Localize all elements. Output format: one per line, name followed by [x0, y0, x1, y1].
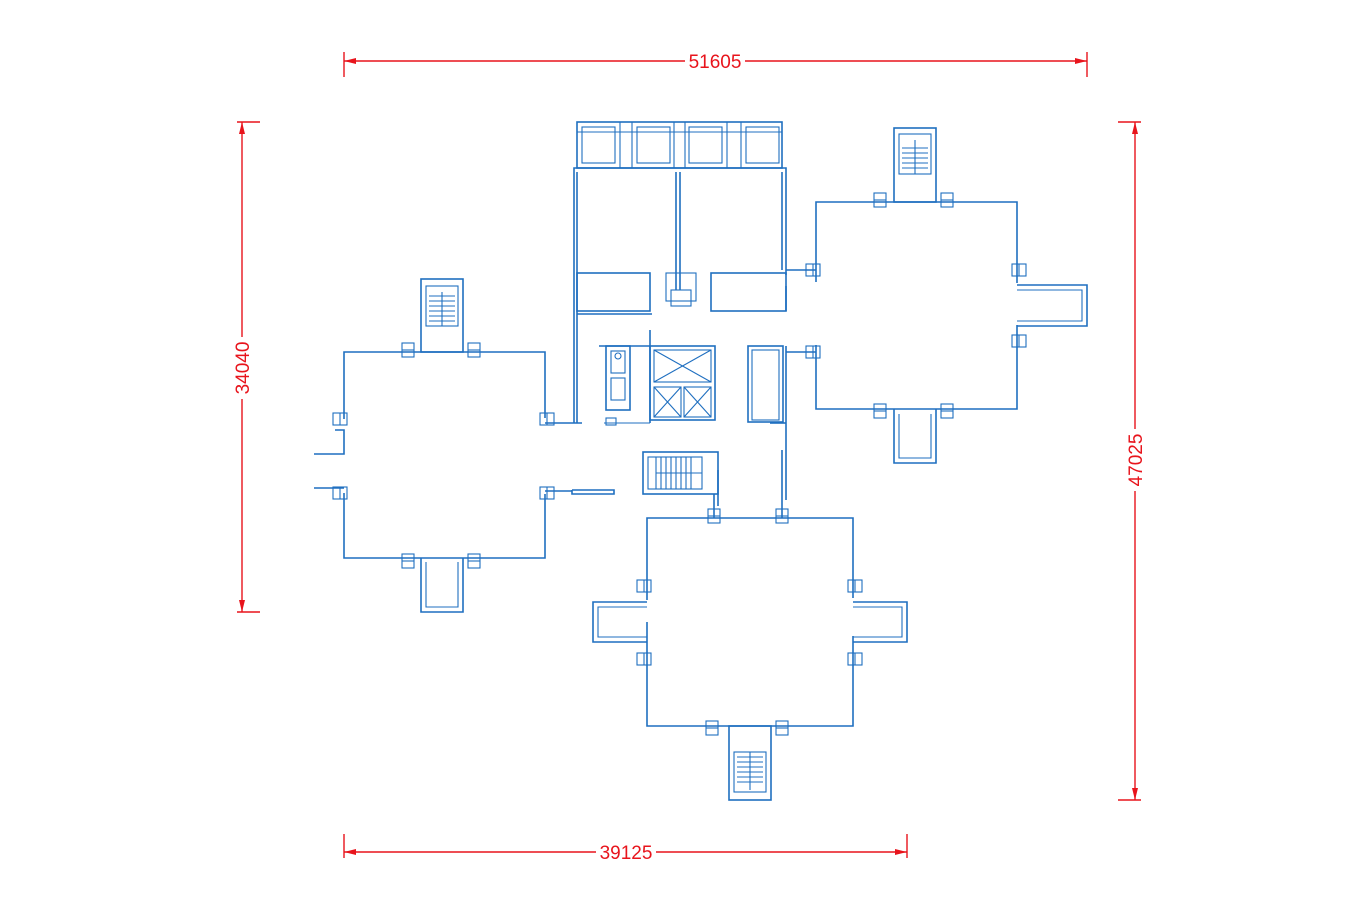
bottom-wing-bottom-stair — [728, 725, 772, 801]
core-restroom — [599, 330, 651, 426]
core-stair — [642, 451, 719, 506]
dimension-bottom-label: 39125 — [600, 843, 653, 864]
dimension-left-label: 34040 — [233, 342, 254, 395]
core-elevators — [649, 345, 716, 421]
dimension-bottom: 39125 — [343, 834, 908, 864]
right-wing — [786, 127, 1088, 464]
bottom-wing-right-balcony — [853, 601, 908, 643]
dimension-left: 34040 — [231, 121, 260, 613]
building-walls — [314, 121, 1088, 801]
left-wing-bottom-balcony — [420, 558, 464, 613]
right-wing-top-stair — [893, 127, 937, 203]
dimension-right-label: 47025 — [1126, 434, 1147, 487]
right-wing-bottom-balcony — [893, 409, 937, 464]
dimension-top: 51605 — [343, 50, 1088, 77]
dimension-lines: 51605 39125 34040 — [231, 50, 1147, 864]
right-wing-balcony — [1017, 284, 1088, 327]
left-wing-top-stair — [420, 278, 464, 353]
core-top-bays — [576, 121, 783, 169]
bottom-wing — [592, 494, 908, 801]
dimension-top-label: 51605 — [689, 52, 742, 73]
dimension-right: 47025 — [1118, 121, 1147, 801]
bottom-wing-left-balcony — [592, 601, 647, 643]
left-wing — [314, 278, 615, 613]
central-core — [573, 121, 787, 506]
